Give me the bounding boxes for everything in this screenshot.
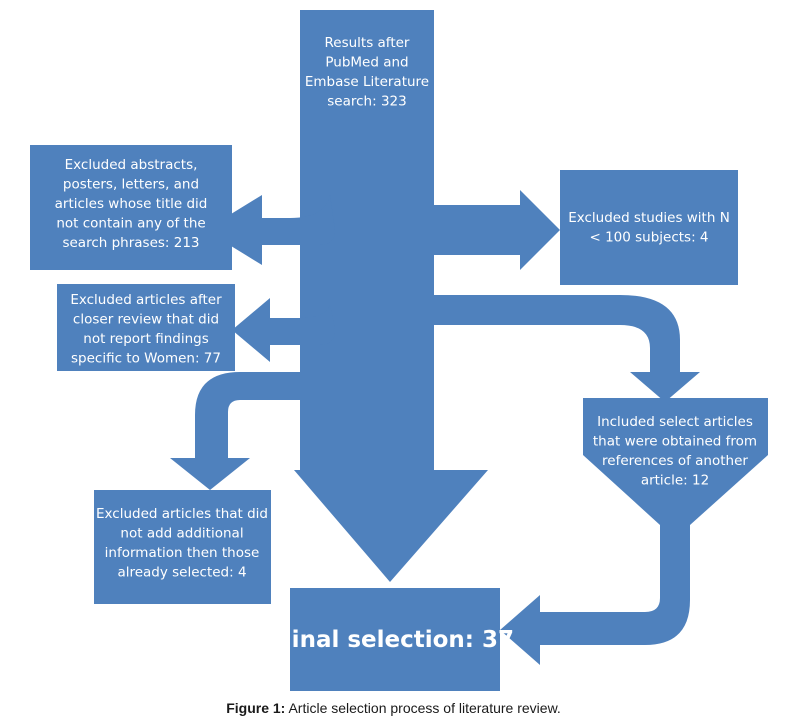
- excluded-1-text-line: search phrases: 213: [62, 235, 199, 251]
- excluded-3-text-line: Excluded articles after: [70, 292, 222, 308]
- start-text-line: Embase Literature: [305, 74, 429, 90]
- start-text-line: Results after: [325, 35, 410, 51]
- start-text-line: search: 323: [327, 94, 406, 110]
- included-text: Included select articles that were obtain…: [593, 414, 757, 489]
- excluded-4-text-line: already selected: 4: [117, 565, 246, 581]
- excluded-4-text-line: not add additional: [120, 526, 243, 542]
- excluded-3-text-line: not report findings: [83, 331, 208, 347]
- excluded-2-text: Excluded studies with N < 100 subjects: 4: [568, 210, 730, 246]
- included-funnel: [583, 398, 768, 525]
- excluded-3-text-line: specific to Women: 77: [71, 351, 221, 367]
- final-selection-text: Final selection: 37: [276, 627, 514, 653]
- excluded-3-text: Excluded articles after closer review tha…: [70, 292, 222, 367]
- excluded-4-text-line: information then those: [105, 545, 260, 561]
- excluded-1-text-line: articles whose title did: [55, 196, 208, 212]
- included-text-line: that were obtained from: [593, 434, 757, 450]
- included-text-line: references of another: [602, 453, 748, 469]
- figure-caption: Figure 1: Article selection process of l…: [0, 700, 787, 716]
- excluded-3-text-line: closer review that did: [73, 312, 219, 328]
- branch-arrow-included: [430, 295, 700, 402]
- start-text-line: PubMed and: [325, 55, 408, 71]
- branch-arrow-excluded-4: [170, 372, 310, 490]
- branch-arrow-excluded-1: [205, 195, 335, 265]
- caption-text: Article selection process of literature …: [288, 700, 561, 716]
- included-text-line: Included select articles: [597, 414, 753, 430]
- excluded-1-text-line: posters, letters, and: [63, 177, 199, 193]
- box-excluded-4: [94, 490, 271, 604]
- excluded-1-text-line: not contain any of the: [56, 216, 205, 232]
- box-final: [290, 588, 500, 691]
- caption-label: Figure 1:: [226, 700, 286, 716]
- branch-arrow-excluded-3: [232, 298, 335, 362]
- return-arrow-final: [500, 520, 690, 665]
- excluded-4-text: Excluded articles that did not add additi…: [96, 506, 268, 581]
- excluded-1-text: Excluded abstracts, posters, letters, and…: [55, 157, 208, 251]
- excluded-4-text-line: Excluded articles that did: [96, 506, 268, 522]
- excluded-2-text-line: < 100 subjects: 4: [589, 230, 708, 246]
- box-excluded-2: [560, 170, 738, 285]
- included-text-line: article: 12: [641, 473, 709, 489]
- main-trunk-arrow: [294, 10, 488, 582]
- box-excluded-1: [30, 145, 232, 270]
- box-excluded-3: [57, 284, 235, 371]
- excluded-1-text-line: Excluded abstracts,: [65, 157, 198, 173]
- excluded-2-text-line: Excluded studies with N: [568, 210, 730, 226]
- branch-arrow-excluded-2: [430, 190, 560, 270]
